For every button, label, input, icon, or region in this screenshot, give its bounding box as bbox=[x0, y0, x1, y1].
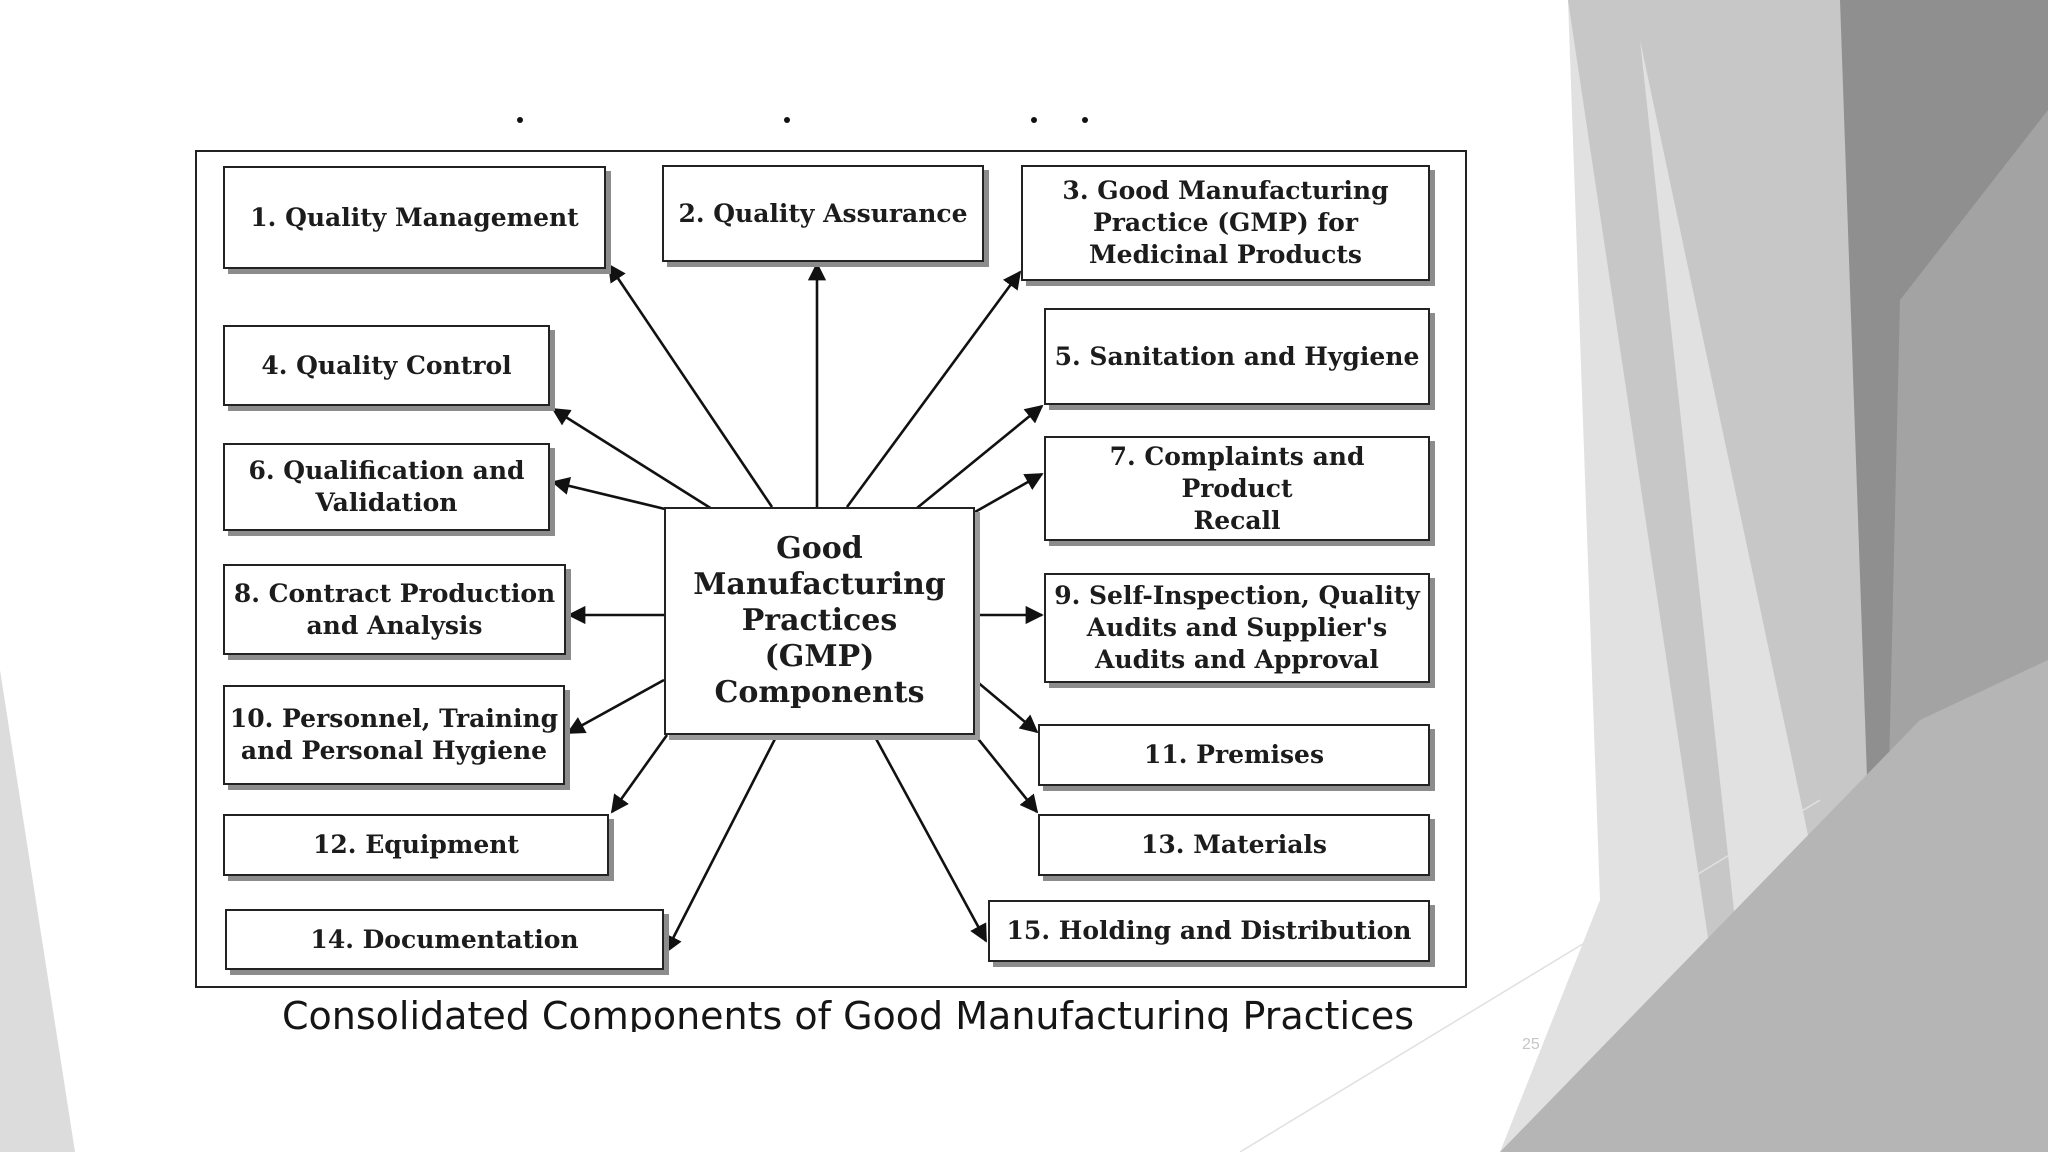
gmp-center-box: Good Manufacturing Practices (GMP) Compo… bbox=[664, 507, 975, 735]
node-documentation: 14. Documentation bbox=[225, 909, 664, 970]
dot-mark bbox=[784, 117, 790, 123]
diagram-arrows bbox=[551, 262, 1044, 954]
node-holding-distribution: 15. Holding and Distribution bbox=[988, 900, 1430, 962]
node-personnel-training: 10. Personnel, Training and Personal Hyg… bbox=[223, 685, 565, 785]
connector-arrow bbox=[607, 263, 774, 508]
background-panel-left bbox=[0, 670, 75, 1152]
connector-arrow bbox=[610, 734, 669, 814]
node-qualification-validation: 6. Qualification and Validation bbox=[223, 443, 550, 531]
slide-number: 25 bbox=[1522, 1036, 1540, 1053]
connector-arrow bbox=[566, 678, 665, 735]
node-quality-management: 1. Quality Management bbox=[223, 166, 606, 269]
node-quality-assurance: 2. Quality Assurance bbox=[662, 165, 984, 262]
connector-arrow bbox=[974, 679, 1039, 734]
node-quality-control: 4. Quality Control bbox=[223, 325, 550, 406]
node-gmp-medicinal-products: 3. Good Manufacturing Practice (GMP) for… bbox=[1021, 165, 1430, 281]
dot-mark bbox=[517, 117, 523, 123]
node-premises: 11. Premises bbox=[1038, 724, 1430, 786]
dot-mark bbox=[1082, 117, 1088, 123]
node-sanitation-hygiene: 5. Sanitation and Hygiene bbox=[1044, 308, 1430, 405]
background-panel-bottom bbox=[1500, 660, 2048, 1152]
connector-arrow bbox=[872, 734, 988, 943]
node-complaints-recall: 7. Complaints and Product Recall bbox=[1044, 436, 1430, 541]
connector-arrow bbox=[973, 734, 1039, 814]
connector-arrow bbox=[845, 270, 1022, 508]
node-self-inspection: 9. Self-Inspection, Quality Audits and S… bbox=[1044, 573, 1430, 683]
connector-arrow bbox=[551, 476, 666, 511]
node-materials: 13. Materials bbox=[1038, 814, 1430, 876]
node-contract-production: 8. Contract Production and Analysis bbox=[223, 564, 566, 655]
dot-mark bbox=[1031, 117, 1037, 123]
connector-arrow bbox=[916, 404, 1044, 510]
background-line bbox=[1239, 799, 1821, 1152]
connector-arrow bbox=[664, 734, 779, 954]
figure-caption: Consolidated Components of Good Manufact… bbox=[282, 994, 1415, 1032]
gmp-diagram: Good Manufacturing Practices (GMP) Compo… bbox=[195, 150, 1467, 988]
connector-arrow bbox=[974, 472, 1044, 514]
node-equipment: 12. Equipment bbox=[223, 814, 609, 876]
connector-arrow bbox=[551, 407, 713, 511]
